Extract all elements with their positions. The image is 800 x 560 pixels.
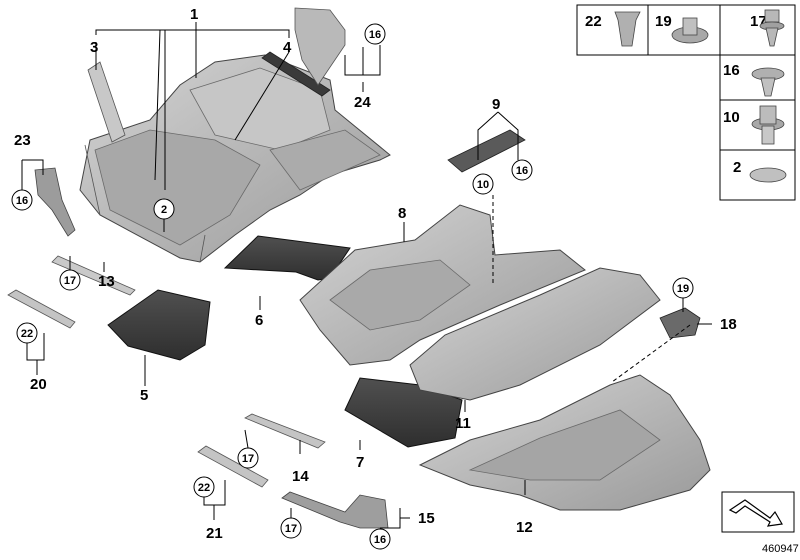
bracket-9: [447, 129, 526, 173]
orientation-arrow-box: [721, 491, 795, 533]
callout-22: 22: [193, 476, 215, 498]
trunk-carpet-12: [418, 374, 711, 511]
callout-16: 16: [364, 23, 386, 45]
callout-16: 16: [369, 528, 391, 550]
clip-icon: [614, 11, 641, 47]
leader-lines: [21, 22, 712, 529]
part-label-7: 7: [356, 454, 364, 471]
svg-text:16: 16: [369, 29, 381, 41]
floor-mat-7: [344, 377, 463, 448]
trim-piece-24: [294, 7, 346, 86]
part-label-14: 14: [292, 468, 309, 485]
front-floor-carpet: [79, 54, 391, 263]
fastener-legend: 22 19 17 16 10 2: [576, 4, 796, 201]
callout-22: 22: [16, 322, 38, 344]
part-label-5: 5: [140, 387, 148, 404]
circled-callouts: 2 16 16 16 16 10 17 17 17 19 22 22: [11, 23, 694, 550]
svg-text:16: 16: [516, 165, 528, 177]
svg-text:19: 19: [677, 283, 689, 295]
hex-nut-icon: [751, 105, 785, 145]
trim-piece-23: [34, 167, 76, 237]
svg-text:22: 22: [198, 482, 210, 494]
part-label-11: 11: [455, 415, 471, 432]
part-label-9: 9: [492, 96, 500, 113]
callout-19: 19: [672, 277, 694, 299]
part-label-23: 23: [14, 132, 31, 149]
svg-text:2: 2: [161, 204, 167, 216]
part-label-3: 3: [90, 39, 98, 56]
callout-16: 16: [511, 159, 533, 181]
trim-piece-15: [281, 491, 389, 529]
part-label-6: 6: [255, 312, 263, 329]
rear-floor-carpet: [299, 204, 586, 366]
direction-arrow-icon: [728, 499, 783, 527]
part-label-12: 12: [516, 519, 533, 536]
callout-16: 16: [11, 189, 33, 211]
fastener-number: 19: [655, 13, 672, 30]
svg-text:17: 17: [285, 523, 297, 535]
part-label-21: 21: [206, 525, 223, 542]
sill-strip-21: [197, 445, 269, 488]
dashed-line-18: [611, 324, 691, 383]
push-rivet-icon: [751, 67, 785, 97]
svg-text:17: 17: [242, 453, 254, 465]
sill-strip-14: [244, 413, 326, 449]
part-label-18: 18: [720, 316, 737, 333]
bracket-18: [659, 307, 701, 339]
callout-2: 2: [153, 198, 175, 220]
floor-mat-5: [107, 289, 211, 361]
sill-strip-20: [7, 289, 76, 329]
svg-text:22: 22: [21, 328, 33, 340]
svg-text:10: 10: [477, 179, 489, 191]
nut-icon: [671, 17, 709, 44]
part-label-1: 1: [190, 6, 198, 23]
svg-text:16: 16: [16, 195, 28, 207]
callout-17: 17: [280, 517, 302, 539]
carpet-strip-4: [261, 51, 331, 97]
expanding-rivet-icon: [759, 9, 785, 47]
sill-strip-13: [51, 255, 136, 296]
fastener-number: 16: [723, 62, 740, 79]
part-label-13: 13: [98, 273, 115, 290]
fastener-number: 22: [585, 13, 602, 30]
svg-text:17: 17: [64, 275, 76, 287]
part-label-20: 20: [30, 376, 47, 393]
callout-17: 17: [237, 447, 259, 469]
part-label-15: 15: [418, 510, 435, 527]
part-numbers: 1 3 4 24 9 23 8 13 6 18 20 5 11 14 7 15 …: [14, 6, 737, 542]
part-label-4: 4: [283, 39, 292, 56]
fastener-number: 10: [723, 109, 740, 126]
trunk-floor-panel-11: [409, 267, 661, 401]
svg-text:16: 16: [374, 534, 386, 546]
part-label-8: 8: [398, 205, 406, 222]
reference-number: 460947: [762, 543, 799, 555]
part-label-24: 24: [354, 94, 371, 111]
cap-icon: [749, 167, 787, 183]
fastener-number: 2: [733, 159, 741, 176]
side-trim-3: [87, 61, 126, 143]
callout-17: 17: [59, 269, 81, 291]
callout-10: 10: [472, 173, 494, 195]
